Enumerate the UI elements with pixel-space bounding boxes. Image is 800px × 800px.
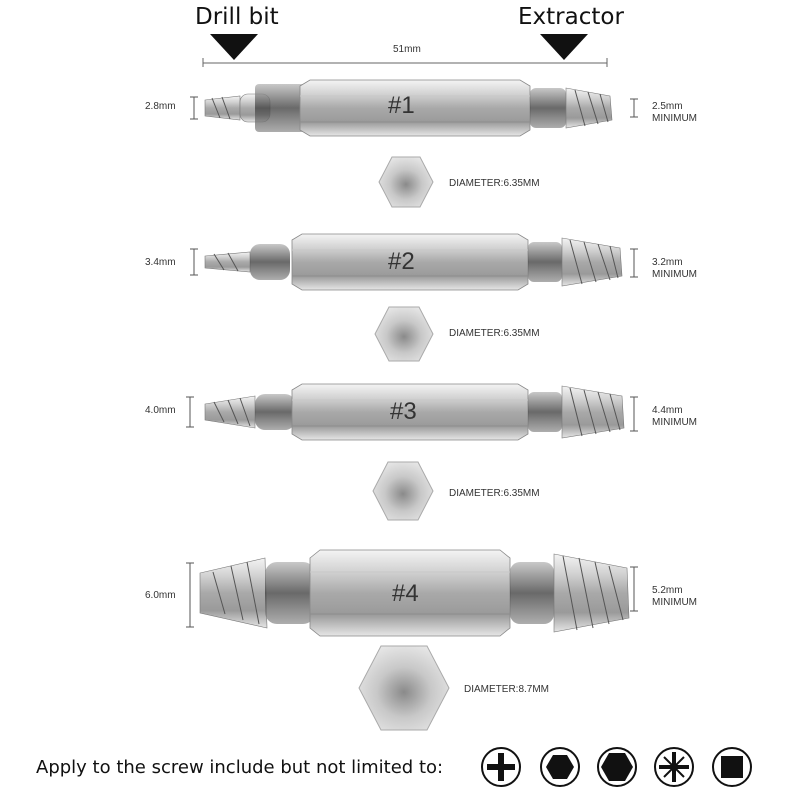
- bit-3-shank-diameter: DIAMETER:6.35MM: [449, 488, 540, 499]
- hex-large-icon: [597, 747, 637, 787]
- bit-1-shank-diameter: DIAMETER:6.35MM: [449, 178, 540, 189]
- bit-1-shank-hexagon: [378, 156, 434, 208]
- bit-4-shank-hexagon: [358, 645, 450, 731]
- bit-1-drill-dim-line: [190, 96, 198, 120]
- square-socket-icon: [712, 747, 752, 787]
- bit-3-extract-note: MINIMUM: [652, 417, 697, 428]
- hex-socket-icon: [540, 747, 580, 787]
- drill-bit-arrow-icon: [210, 34, 258, 60]
- bit-1-extract-diameter: 2.5mm: [652, 101, 683, 112]
- bit-2-extract-diameter: 3.2mm: [652, 257, 683, 268]
- extractor-label: Extractor: [518, 4, 624, 30]
- bit-3-drill-dim-line: [186, 396, 194, 428]
- bit-2-drill-dim-line: [190, 248, 198, 276]
- bit-2-shank-diameter: DIAMETER:6.35MM: [449, 328, 540, 339]
- bit-1-number: #1: [388, 92, 415, 119]
- length-label: 51mm: [393, 44, 421, 55]
- bit-4-number: #4: [392, 580, 419, 607]
- extractor-arrow-icon: [540, 34, 588, 60]
- bit-3-drawing: [204, 383, 625, 441]
- torx-cross-icon: [654, 747, 694, 787]
- bit-4-shank-diameter: DIAMETER:8.7MM: [464, 684, 550, 695]
- bit-3-extract-dim-line: [630, 396, 638, 432]
- bit-4-drawing: [199, 549, 630, 637]
- bit-2-extract-note: MINIMUM: [652, 269, 697, 280]
- apply-screw-text: Apply to the screw include but not limit…: [36, 757, 444, 778]
- bit-4-drill-diameter: 6.0mm: [145, 590, 176, 601]
- bit-4-extract-dim-line: [630, 566, 638, 612]
- bit-4-drill-dim-line: [186, 562, 194, 628]
- bit-1-drawing: [204, 79, 613, 137]
- bit-1-extract-note: MINIMUM: [652, 113, 697, 124]
- phillips-icon: [481, 747, 521, 787]
- bit-3-number: #3: [390, 398, 417, 425]
- bit-2-number: #2: [388, 248, 415, 275]
- bit-3-extract-diameter: 4.4mm: [652, 405, 683, 416]
- bit-4-extract-diameter: 5.2mm: [652, 585, 683, 596]
- bit-1-extract-dim-line: [630, 98, 638, 118]
- bit-1-drill-diameter: 2.8mm: [145, 101, 176, 112]
- bit-4-extract-note: MINIMUM: [652, 597, 697, 608]
- bit-2-extract-dim-line: [630, 248, 638, 278]
- bit-3-drill-diameter: 4.0mm: [145, 405, 176, 416]
- bit-2-drawing: [204, 233, 623, 291]
- bit-3-shank-hexagon: [372, 461, 434, 521]
- drill-bit-label: Drill bit: [195, 4, 279, 30]
- bit-2-drill-diameter: 3.4mm: [145, 257, 176, 268]
- bit-2-shank-hexagon: [374, 306, 434, 362]
- length-dimension-line: [202, 58, 608, 67]
